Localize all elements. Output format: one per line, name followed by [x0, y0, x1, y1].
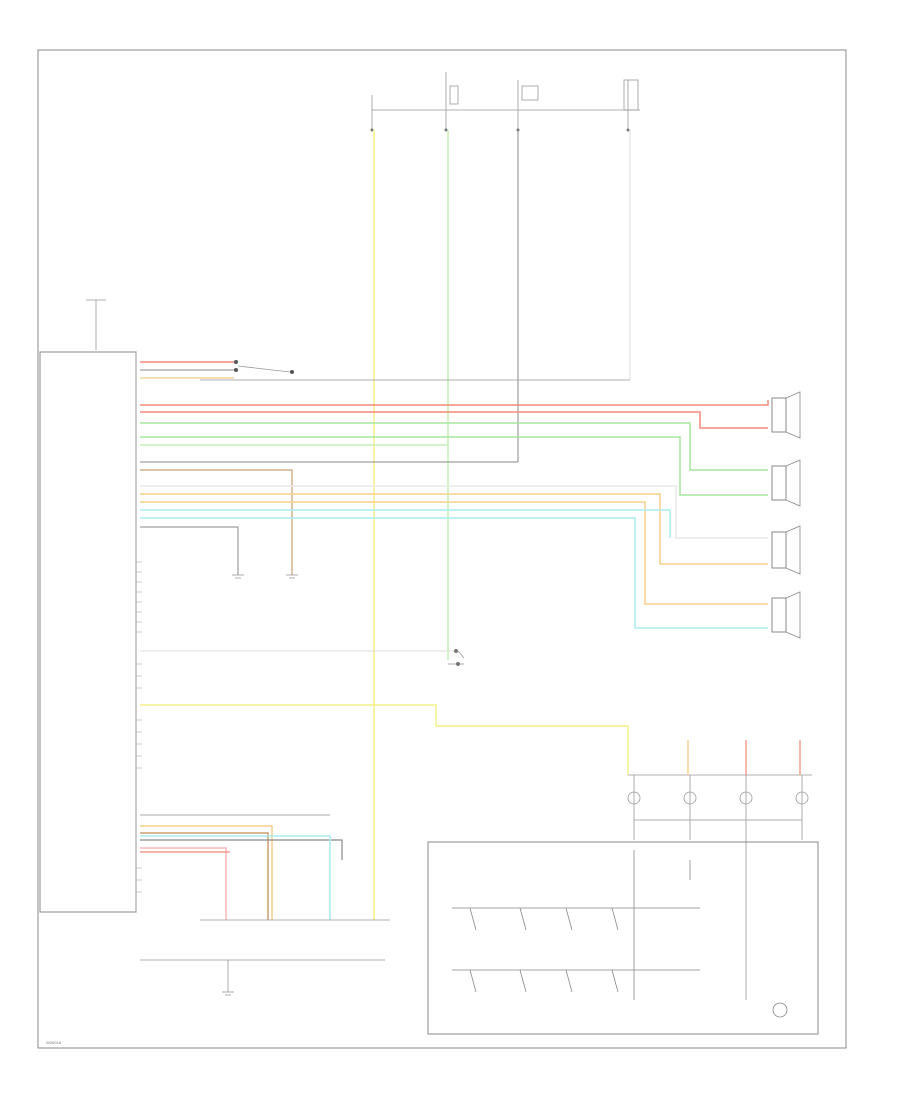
speaker-right-rear-icon	[771, 459, 801, 507]
speaker-wires	[140, 400, 769, 629]
switch-contacts	[452, 850, 788, 1018]
antenna-icon	[86, 299, 106, 350]
speaker-right-front-icon	[771, 391, 801, 439]
footer-code: W0001A	[46, 1040, 62, 1045]
top-fuse-area	[370, 72, 640, 132]
ground-icon	[232, 574, 298, 579]
unit-top-wires	[140, 360, 294, 379]
steering-switch-module	[427, 740, 819, 1035]
audio-unit-pins	[136, 561, 142, 893]
audio-unit-box	[39, 351, 137, 913]
control-inputs	[140, 649, 629, 775]
bottom-left-wires	[140, 814, 390, 996]
diagram-frame	[37, 49, 847, 1049]
speaker-left-rear-icon	[771, 591, 801, 639]
speaker-left-front-icon	[771, 525, 801, 575]
